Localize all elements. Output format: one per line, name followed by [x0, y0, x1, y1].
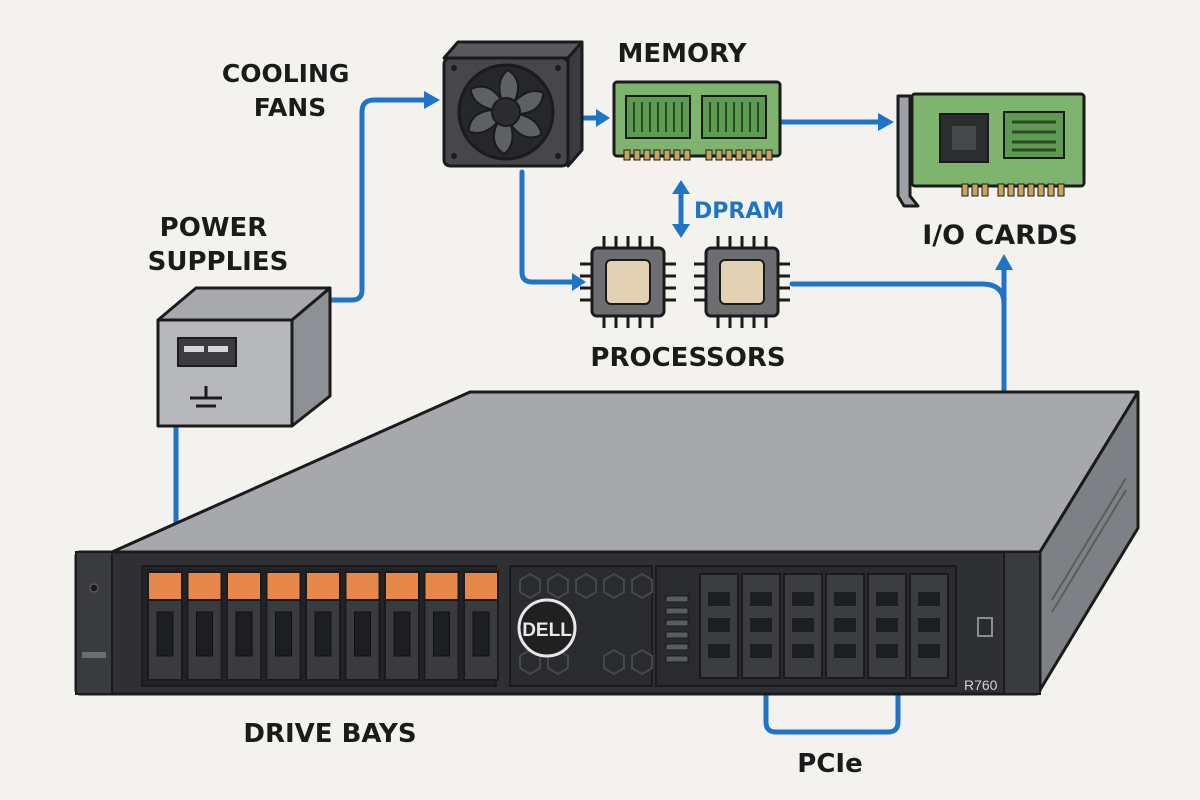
processor-1-die — [605, 259, 651, 305]
fan-hub — [491, 97, 521, 127]
drive-bay[interactable] — [384, 571, 420, 681]
pcie-bay[interactable] — [867, 573, 907, 679]
wire-pcie — [763, 685, 901, 735]
server-icon: DELL R760 — [74, 390, 1140, 696]
drive-bay-latch — [423, 571, 460, 601]
drive-bays — [141, 565, 499, 687]
memory-contacts — [623, 149, 773, 161]
label-dpram: DPRAM — [694, 199, 784, 224]
label-pcie: PCIe — [797, 749, 862, 779]
label-power-supplies: POWER SUPPLIES — [148, 213, 289, 277]
arrowhead-io — [878, 113, 894, 131]
pcie-bays — [655, 565, 957, 687]
drive-bay[interactable] — [463, 571, 499, 681]
processor-pins-left — [580, 236, 676, 328]
drive-bay-latch — [305, 571, 341, 601]
arrowhead-io-up — [995, 254, 1013, 270]
drive-bay-latch — [265, 571, 302, 601]
wire-fan-to-processor — [519, 169, 575, 285]
drive-bay[interactable] — [147, 571, 183, 681]
memory-module-icon — [612, 80, 782, 161]
drive-bay[interactable] — [423, 571, 460, 681]
psu-front — [156, 318, 294, 428]
drive-bay[interactable] — [186, 571, 223, 681]
drive-bay-latch — [463, 571, 499, 601]
model-label: R760 — [964, 677, 998, 693]
pcie-bay[interactable] — [909, 573, 949, 679]
processor-pins-right — [694, 236, 790, 328]
drive-bay[interactable] — [305, 571, 341, 681]
drive-bay-latch — [147, 571, 183, 601]
fan-housing-top — [442, 40, 584, 60]
label-processors: PROCESSORS — [590, 343, 785, 373]
dell-logo-ring — [517, 598, 577, 658]
drive-bay-latch — [384, 571, 420, 601]
drive-bay-latch — [226, 571, 262, 601]
drive-bay[interactable] — [344, 571, 381, 681]
rack-ear-left — [75, 551, 113, 695]
drive-bay-latch — [186, 571, 223, 601]
label-io-cards: I/O CARDS — [922, 220, 1078, 251]
drive-bay[interactable] — [226, 571, 262, 681]
arrowhead-dpram-up — [672, 180, 690, 194]
labels: COOLING FANS MEMORY POWER SUPPLIES DPRAM… — [148, 39, 1078, 779]
arrowhead-processor — [572, 273, 586, 291]
rack-ear-right — [1003, 551, 1041, 695]
pcie-bay[interactable] — [741, 573, 781, 679]
processor-2-die — [719, 259, 765, 305]
bezel-center: DELL — [509, 565, 653, 687]
wire-processor-to-io — [789, 265, 1007, 307]
fan-icon — [442, 40, 584, 168]
wire-power-to-fan — [329, 97, 431, 303]
io-bracket — [896, 94, 920, 208]
arrowhead-fan — [424, 91, 440, 109]
pcie-bay[interactable] — [699, 573, 739, 679]
pcie-bay[interactable] — [783, 573, 823, 679]
io-contacts — [961, 183, 1065, 197]
brand-logo-text: DELL — [522, 620, 572, 641]
drive-bay[interactable] — [265, 571, 302, 681]
arrowhead-memory — [596, 109, 610, 127]
power-supply-icon — [156, 286, 332, 428]
label-memory: MEMORY — [617, 39, 747, 69]
drive-bay-latch — [344, 571, 381, 601]
arrowhead-dpram-down — [672, 224, 690, 238]
processor-chip-icon — [580, 236, 790, 328]
fan-housing-side — [566, 40, 584, 168]
io-card-icon — [896, 92, 1086, 208]
pcie-bay[interactable] — [825, 573, 865, 679]
label-drive-bays: DRIVE BAYS — [243, 719, 416, 749]
label-cooling-fans: COOLING FANS — [222, 59, 358, 122]
